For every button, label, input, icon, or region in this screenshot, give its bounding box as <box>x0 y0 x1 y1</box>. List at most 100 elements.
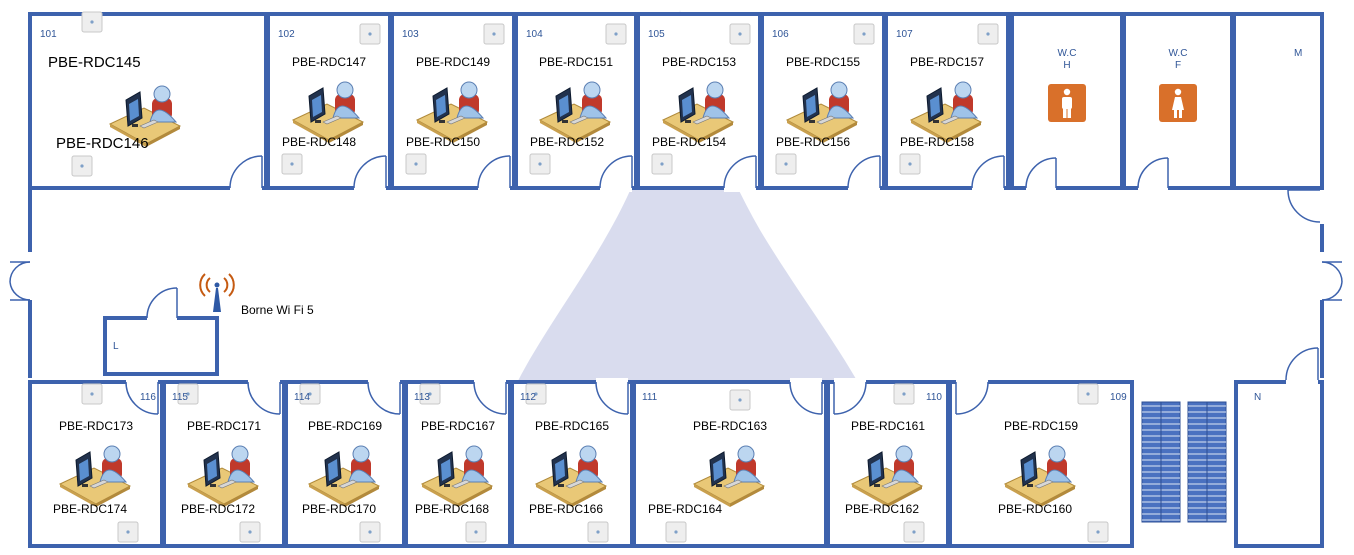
room-number: 102 <box>278 29 295 40</box>
access-point-icon <box>359 521 381 543</box>
access-point-icon <box>465 521 487 543</box>
room-number: 104 <box>526 29 543 40</box>
room-l <box>103 316 219 376</box>
wc-h-line2: H <box>1063 60 1070 71</box>
room-m-label: M <box>1294 48 1302 59</box>
access-point-icon <box>651 153 673 175</box>
host-label: PBE-RDC149 <box>416 55 490 69</box>
host-label: PBE-RDC165 <box>535 419 609 433</box>
access-point-icon <box>405 153 427 175</box>
access-point-icon <box>117 521 139 543</box>
host-label: PBE-RDC168 <box>415 502 489 516</box>
access-point-icon <box>281 153 303 175</box>
access-point-icon <box>977 23 999 45</box>
access-point-icon <box>903 521 925 543</box>
wc-f-line1: W.C <box>1169 48 1188 59</box>
host-label: PBE-RDC172 <box>181 502 255 516</box>
access-point-icon <box>1077 383 1099 405</box>
access-point-icon <box>483 23 505 45</box>
room-number: 101 <box>40 29 57 40</box>
host-label: PBE-RDC155 <box>786 55 860 69</box>
wc-f-line2: F <box>1175 60 1181 71</box>
host-label: PBE-RDC171 <box>187 419 261 433</box>
host-label: PBE-RDC145 <box>48 54 141 71</box>
room-n-label: N <box>1254 392 1261 403</box>
host-label: PBE-RDC150 <box>406 135 480 149</box>
host-label: PBE-RDC158 <box>900 135 974 149</box>
access-point-icon <box>893 383 915 405</box>
room-number: 115 <box>172 392 188 403</box>
host-label: PBE-RDC146 <box>56 135 149 152</box>
exit-doors <box>9 261 1343 301</box>
access-point-icon <box>529 153 551 175</box>
room-number: 106 <box>772 29 789 40</box>
host-label: PBE-RDC157 <box>910 55 984 69</box>
access-point-icon <box>359 23 381 45</box>
access-point-icon <box>81 11 103 33</box>
host-label: PBE-RDC159 <box>1004 419 1078 433</box>
room-l-label: L <box>113 341 119 352</box>
host-label: PBE-RDC173 <box>59 419 133 433</box>
access-point-icon <box>775 153 797 175</box>
host-label: PBE-RDC170 <box>302 502 376 516</box>
wc-h-line1: W.C <box>1058 48 1077 59</box>
host-label: PBE-RDC161 <box>851 419 925 433</box>
host-label: PBE-RDC151 <box>539 55 613 69</box>
access-point-icon <box>239 521 261 543</box>
host-label: PBE-RDC152 <box>530 135 604 149</box>
room-number: 103 <box>402 29 419 40</box>
host-label: PBE-RDC153 <box>662 55 736 69</box>
woman-icon <box>1159 84 1197 122</box>
room-number: 112 <box>520 392 536 403</box>
access-point-icon <box>1087 521 1109 543</box>
access-point-icon <box>665 521 687 543</box>
room-number: 110 <box>926 392 942 403</box>
wc-block <box>1010 12 1326 224</box>
room-number: 111 <box>642 392 658 403</box>
host-label: PBE-RDC148 <box>282 135 356 149</box>
room-number: 116 <box>140 392 156 403</box>
host-label: PBE-RDC156 <box>776 135 850 149</box>
man-icon <box>1048 84 1086 122</box>
access-point-icon <box>71 155 93 177</box>
room-number: 109 <box>1110 392 1127 403</box>
host-label: PBE-RDC154 <box>652 135 726 149</box>
access-point-icon <box>587 521 609 543</box>
access-point-icon <box>729 389 751 411</box>
stairs <box>1141 401 1227 523</box>
host-label: PBE-RDC174 <box>53 502 127 516</box>
room-number: 113 <box>414 392 430 403</box>
access-point-icon <box>853 23 875 45</box>
host-label: PBE-RDC160 <box>998 502 1072 516</box>
host-label: PBE-RDC163 <box>693 419 767 433</box>
room-number: 105 <box>648 29 665 40</box>
host-label: PBE-RDC167 <box>421 419 495 433</box>
host-label: PBE-RDC166 <box>529 502 603 516</box>
host-label: PBE-RDC147 <box>292 55 366 69</box>
host-label: PBE-RDC164 <box>648 502 722 516</box>
access-point-icon <box>899 153 921 175</box>
room-number: 114 <box>294 392 310 403</box>
access-point-icon <box>81 383 103 405</box>
access-point-icon <box>605 23 627 45</box>
room-n <box>1234 380 1324 548</box>
host-label: PBE-RDC169 <box>308 419 382 433</box>
wifi-label: Borne Wi Fi 5 <box>241 303 314 317</box>
room-number: 107 <box>896 29 913 40</box>
